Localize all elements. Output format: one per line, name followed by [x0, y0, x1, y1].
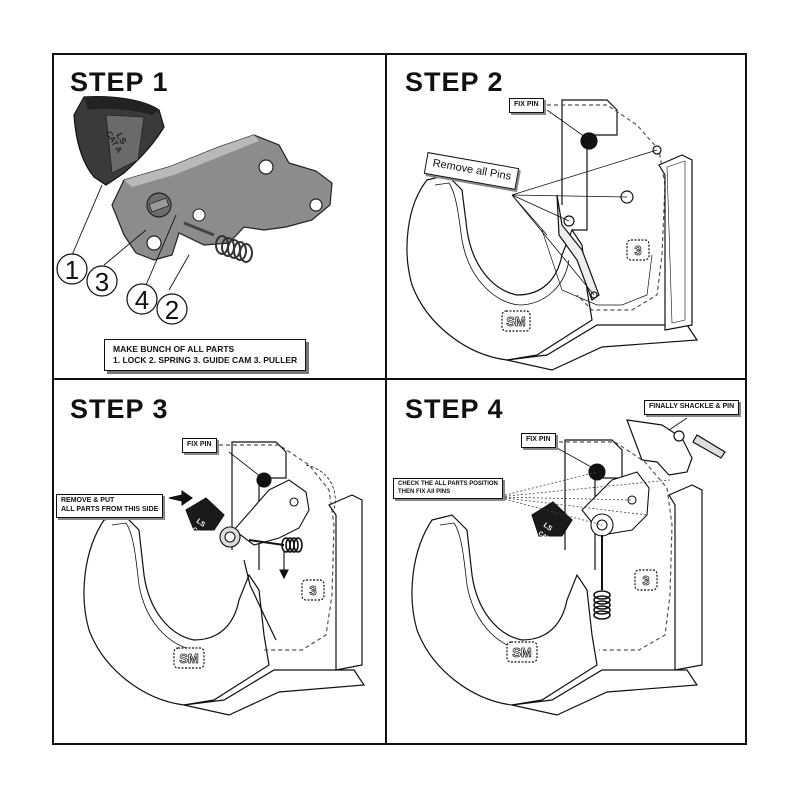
step-3-panel: STEP 3 SM 3 [54, 380, 385, 743]
part-number-2: 2 [165, 295, 179, 325]
step-4-finally-label: FINALLY SHACKLE & PIN [644, 400, 740, 415]
step-3-remove-put-line-1: REMOVE & PUT [61, 497, 115, 504]
step-4-title: STEP 4 [405, 394, 504, 424]
step-4-parts: LS CAT A [531, 463, 650, 620]
step-2-leader-lines [511, 109, 658, 296]
step-3-hook-illustration: SM 3 LS CAT A [83, 441, 366, 716]
step-3-remove-put-label: REMOVE & PUT ALL PARTS FROM THIS SIDE [56, 494, 164, 518]
step-3-fix-pin-label: FIX PIN [182, 438, 217, 453]
step-1-parts-illustration: LS CAT A [56, 95, 333, 325]
grid-divider-vertical [385, 53, 387, 745]
lock-marking-ls: LS [114, 131, 128, 146]
step-1-panel: STEP 1 LS CAT A [54, 55, 385, 378]
step-4-leader-lines [496, 417, 688, 526]
lock-part: LS CAT A [73, 95, 165, 186]
hook-body: SM 3 [411, 439, 703, 716]
guide-cam-part [111, 134, 333, 261]
hook-emboss-sm: SM [506, 314, 526, 329]
lock-marking-ls: LS [195, 518, 207, 529]
part-number-callouts: 1 3 4 2 [56, 253, 188, 325]
part-number-1: 1 [65, 255, 79, 285]
step-4-fix-pin-label: FIX PIN [521, 433, 556, 448]
hook-body: SM 3 [83, 441, 366, 716]
step-1-title: STEP 1 [70, 67, 169, 97]
step-3-leader-lines [228, 451, 336, 511]
step-4-check-label: CHECK THE ALL PARTS POSITION THEN FIX Al… [393, 478, 503, 499]
part-number-4: 4 [135, 285, 149, 315]
step-2-hook-illustration: SM 3 [406, 99, 699, 371]
step-1-note-line-2: 1. LOCK 2. SPRING 3. GUIDE CAM 3. PULLER [113, 355, 298, 366]
lock-marking-ls: LS [542, 522, 554, 533]
spring-part [183, 221, 253, 263]
step-2-panel: STEP 2 SM 3 [387, 55, 745, 378]
step-2-fix-pin-label: FIX PIN [509, 98, 544, 113]
hook-emboss-3: 3 [634, 243, 641, 258]
step-3-parts: LS CAT A [168, 472, 310, 580]
step-1-note-line-1: MAKE BUNCH OF ALL PARTS [113, 344, 235, 354]
grid-divider-horizontal [52, 378, 747, 380]
shackle-part [626, 419, 726, 476]
step-4-panel: STEP 4 SM 3 [387, 380, 745, 743]
steps-grid [52, 53, 747, 745]
hook-body: SM 3 [406, 99, 699, 371]
step-1-note: MAKE BUNCH OF ALL PARTS 1. LOCK 2. SPRIN… [104, 339, 307, 372]
hook-emboss-sm: SM [512, 645, 532, 660]
step-3-remove-put-line-2: ALL PARTS FROM THIS SIDE [61, 505, 159, 513]
step-4-check-line-2: THEN FIX All PINS [398, 488, 451, 495]
step-4-hook-illustration: SM 3 LS CAT A [411, 417, 726, 716]
step-4-check-line-1: CHECK THE ALL PARTS POSITION [398, 481, 498, 487]
hook-emboss-3: 3 [309, 583, 316, 598]
step-2-title: STEP 2 [405, 67, 504, 97]
step-3-title: STEP 3 [70, 394, 169, 424]
part-leader-lines [71, 184, 190, 291]
part-number-3: 3 [95, 267, 109, 297]
hook-emboss-sm: SM [179, 651, 199, 666]
hook-emboss-3: 3 [642, 573, 649, 588]
